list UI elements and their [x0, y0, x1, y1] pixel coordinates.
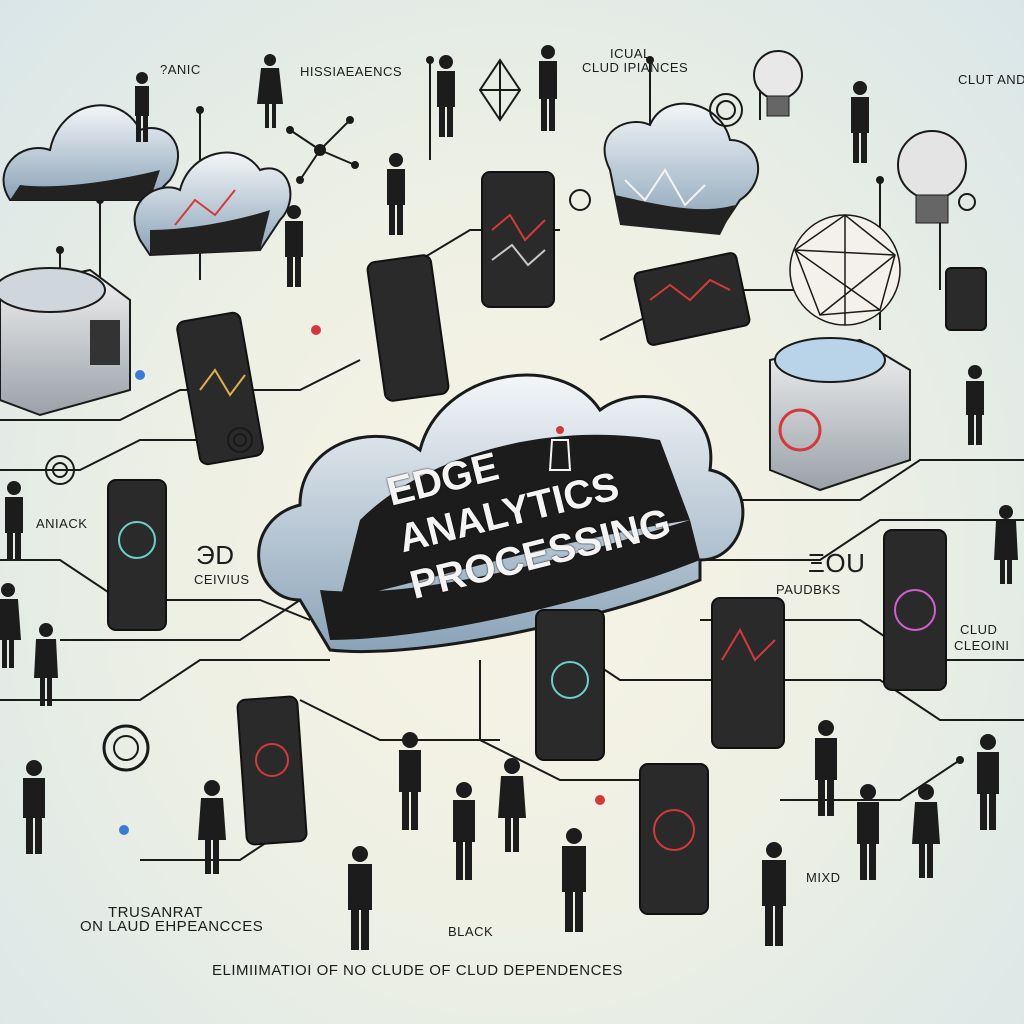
concentric-ring-icons: [45, 93, 976, 772]
people-silhouettes: [0, 45, 1018, 950]
label-top-center-left: HISSIAEAENCS: [300, 64, 403, 79]
label-left-mid-2: ЭD: [196, 540, 235, 570]
label-right-far-2: CLEOINI: [954, 638, 1010, 653]
label-top-left: ?ANIC: [160, 62, 201, 77]
label-left-mid-3: CEIVIUS: [194, 572, 250, 587]
crystal-icon: [478, 58, 522, 122]
label-bottom-center: BLACK: [448, 924, 494, 939]
label-right-mid-2: PAUDBKS: [776, 582, 841, 597]
label-bottom-left-1: TRUSANRAT: [108, 904, 204, 921]
server-box-right: [769, 337, 911, 492]
label-top-center-right-2: CLUD IPIANCES: [582, 60, 689, 75]
server-box-left: [0, 267, 131, 417]
network-node-icon: [286, 116, 359, 184]
label-bottom-left-2: ON LAUD EHPEANCCES: [80, 918, 264, 935]
cloud-top-left-2: [133, 151, 292, 257]
lightbulb-icon: [753, 50, 803, 117]
central-cloud: [257, 373, 745, 654]
lightbulb-icon-large: [897, 130, 967, 224]
device-screens: [118, 213, 936, 851]
wireframe-globe: [789, 214, 901, 326]
label-left-mid: ANIACK: [36, 516, 88, 531]
cloud-top-left: [2, 104, 180, 201]
label-top-center-right-1: ICUAL: [610, 46, 651, 61]
label-bottom-right: MIXD: [806, 870, 841, 885]
label-top-right: CLUT ANDL: [958, 72, 1024, 87]
bottom-banner: ELIMIIMATIOI OF NO CLUDE OF CLUD DEPENDE…: [212, 962, 623, 979]
cloud-top-right: [603, 102, 759, 235]
devices: [107, 171, 987, 915]
label-right-far: CLUD: [960, 622, 998, 637]
label-right-mid: ΞOU: [808, 548, 866, 578]
